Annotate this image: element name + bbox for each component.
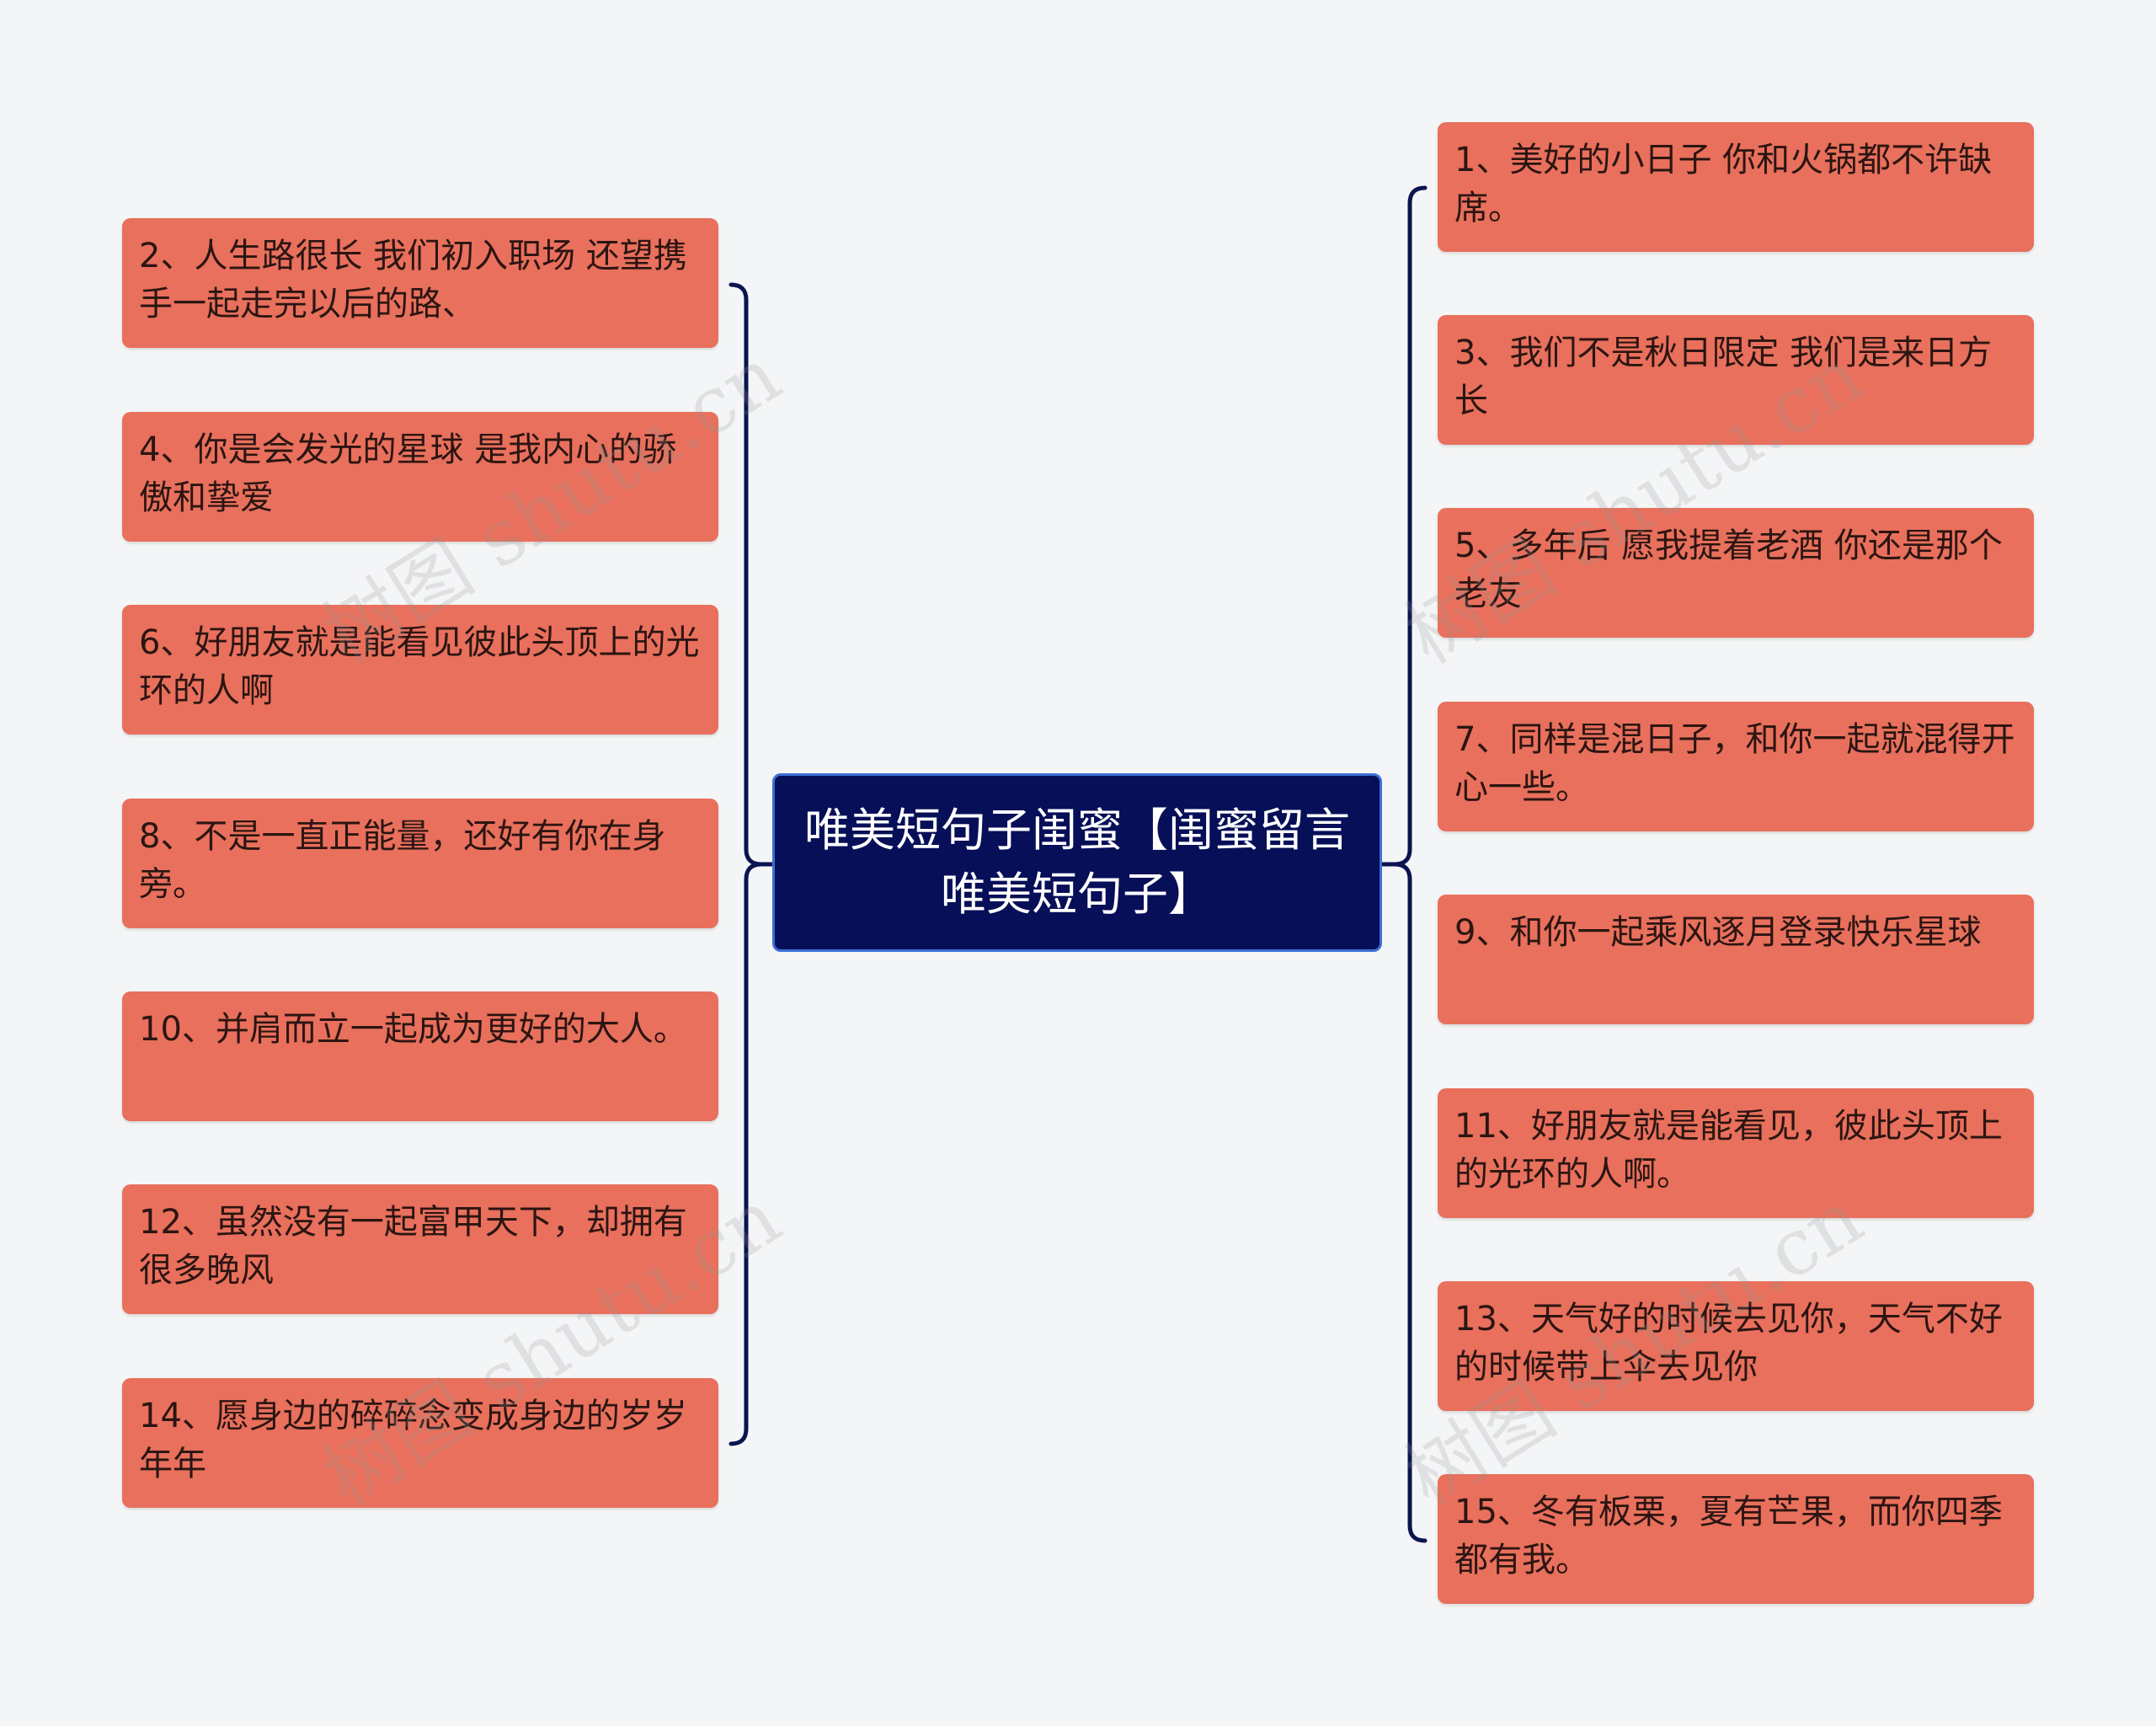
right-topic-1[interactable]: 1、美好的小日子 你和火锅都不许缺席。 bbox=[1438, 122, 2034, 252]
right-topic-3[interactable]: 3、我们不是秋日限定 我们是来日方长 bbox=[1438, 315, 2034, 445]
left-topic-8[interactable]: 8、不是一直正能量，还好有你在身旁。 bbox=[122, 799, 718, 928]
left-topic-10[interactable]: 10、并肩而立一起成为更好的大人。 bbox=[122, 991, 718, 1121]
right-topic-13[interactable]: 13、天气好的时候去见你，天气不好的时候带上伞去见你 bbox=[1438, 1281, 2034, 1411]
left-topic-4[interactable]: 4、你是会发光的星球 是我内心的骄傲和挚爱 bbox=[122, 412, 718, 542]
right-topic-11[interactable]: 11、好朋友就是能看见，彼此头顶上的光环的人啊。 bbox=[1438, 1088, 2034, 1218]
right-topic-9[interactable]: 9、和你一起乘风逐月登录快乐星球 bbox=[1438, 895, 2034, 1024]
root-topic-label: 唯美短句子闺蜜【闺蜜留言唯美短句子】 bbox=[804, 804, 1350, 921]
left-topic-2[interactable]: 2、人生路很长 我们初入职场 还望携手一起走完以后的路、 bbox=[122, 218, 718, 348]
left-topic-14[interactable]: 14、愿身边的碎碎念变成身边的岁岁年年 bbox=[122, 1378, 718, 1508]
root-topic[interactable]: 唯美短句子闺蜜【闺蜜留言唯美短句子】 bbox=[772, 773, 1382, 952]
right-topic-7[interactable]: 7、同样是混日子，和你一起就混得开心一些。 bbox=[1438, 702, 2034, 831]
right-topic-5[interactable]: 5、多年后 愿我提着老酒 你还是那个老友 bbox=[1438, 508, 2034, 638]
right-topic-15[interactable]: 15、冬有板栗，夏有芒果，而你四季都有我。 bbox=[1438, 1474, 2034, 1604]
left-bracket bbox=[728, 282, 764, 1446]
left-topic-12[interactable]: 12、虽然没有一起富甲天下，却拥有很多晚风 bbox=[122, 1184, 718, 1314]
right-bracket bbox=[1392, 185, 1428, 1543]
left-topic-6[interactable]: 6、好朋友就是能看见彼此头顶上的光环的人啊 bbox=[122, 605, 718, 735]
